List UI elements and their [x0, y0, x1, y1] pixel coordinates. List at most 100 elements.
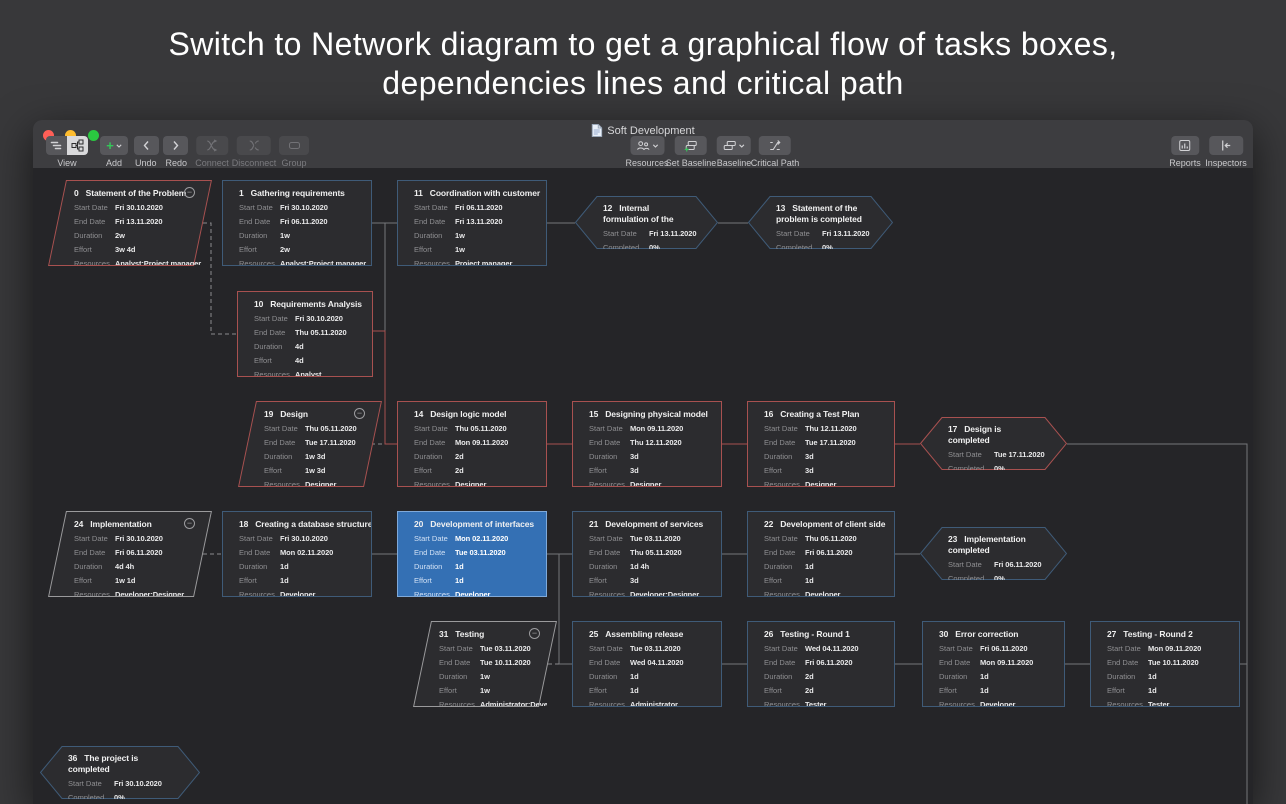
field-value: Tue 03.11.2020 — [480, 644, 531, 653]
baseline-icon — [724, 141, 736, 150]
collapse-icon[interactable]: − — [354, 408, 365, 419]
field-value: 1d — [1148, 672, 1157, 681]
baseline-button[interactable] — [717, 136, 751, 155]
disconnect-label: Disconnect — [231, 158, 277, 168]
field-value: 1w — [480, 672, 490, 681]
collapse-icon[interactable]: − — [529, 628, 540, 639]
caption-line-1: Switch to Network diagram to get a graph… — [168, 26, 1118, 62]
undo-button[interactable] — [134, 136, 159, 155]
milestone-shape — [40, 746, 200, 799]
field-label: Completed — [948, 573, 985, 580]
window-title: Soft Development — [591, 124, 695, 137]
redo-button[interactable] — [163, 136, 188, 155]
collapse-icon[interactable]: − — [184, 187, 195, 198]
field-value: 3d — [630, 452, 639, 461]
group-button[interactable] — [279, 136, 309, 155]
field-label: Effort — [589, 466, 607, 475]
connect-button[interactable] — [196, 136, 228, 155]
reports-button[interactable] — [1170, 136, 1199, 155]
connect-group: Connect — [195, 136, 229, 168]
chevron-left-icon — [143, 141, 149, 150]
edge-crit — [373, 330, 397, 445]
field-value: Analyst;Project manager — [280, 259, 367, 265]
field-value: Fri 30.10.2020 — [280, 534, 328, 543]
field-value: 1w — [280, 231, 290, 240]
field-value: 2d — [805, 672, 814, 681]
critical-path-button[interactable] — [758, 136, 791, 155]
set-baseline-icon — [684, 141, 697, 152]
field-value: Mon 09.11.2020 — [980, 658, 1034, 667]
close-window-button[interactable] — [43, 130, 54, 141]
set-baseline-button[interactable] — [674, 136, 707, 155]
field-label: Effort — [764, 576, 782, 585]
field-value: Fri 30.10.2020 — [115, 203, 163, 212]
disconnect-button[interactable] — [237, 136, 271, 155]
field-value: 1d — [1148, 686, 1157, 695]
field-value: Fri 13.11.2020 — [649, 228, 697, 238]
field-label: Resources — [414, 259, 450, 265]
zoom-window-button[interactable] — [87, 130, 99, 141]
collapse-icon[interactable]: − — [184, 518, 195, 529]
add-task-button[interactable]: + — [100, 136, 128, 155]
field-label: Start Date — [254, 314, 288, 323]
set-baseline-label: Set Baseline — [665, 158, 717, 168]
field-label: Effort — [414, 466, 432, 475]
view-gantt-button[interactable] — [46, 136, 67, 155]
view-network-button[interactable] — [67, 136, 88, 155]
field-label: Resources — [254, 370, 290, 376]
inspectors-button[interactable] — [1209, 136, 1243, 155]
resources-button[interactable] — [630, 136, 664, 155]
field-value: Administrator;Developer… — [480, 700, 547, 706]
field-value: 1d 4h — [630, 562, 650, 571]
field-value: Fri 06.11.2020 — [280, 217, 328, 226]
field-label: Start Date — [764, 424, 798, 433]
field-label: Resources — [589, 700, 625, 706]
minimize-window-button[interactable] — [65, 130, 77, 141]
field-label: Duration — [439, 672, 468, 681]
